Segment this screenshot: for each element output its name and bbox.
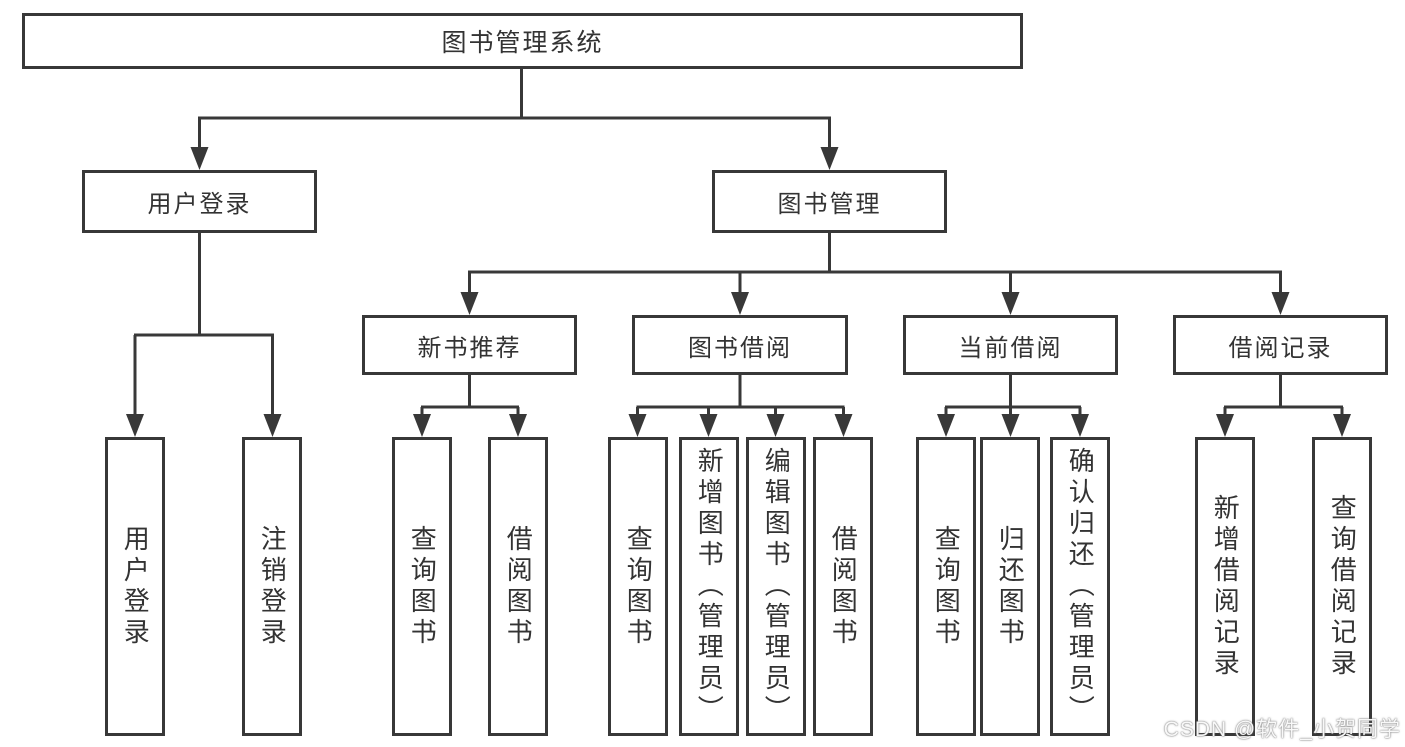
leaf-add-borrow-record: 新增借阅记录 [1195, 437, 1255, 736]
leaf-borrow-books-recommend: 借阅图书 [488, 437, 548, 736]
node-current-borrowing: 当前借阅 [903, 315, 1118, 375]
arrow-down-icon [766, 414, 785, 437]
arrow-down-icon [413, 414, 431, 437]
leaf-confirm-return-admin: 确认归还（管理员） [1050, 437, 1110, 736]
node-book-borrowing: 图书借阅 [632, 315, 848, 375]
arrow-down-icon [1001, 292, 1020, 315]
node-label: 用户登录 [147, 191, 252, 218]
arrowhead-icons [126, 147, 1351, 437]
arrow-down-icon [1216, 414, 1234, 437]
node-borrowing-records: 借阅记录 [1173, 315, 1388, 375]
leaf-edit-book-admin: 编辑图书（管理员） [746, 437, 806, 736]
arrow-down-icon [460, 292, 479, 315]
arrow-down-icon [731, 292, 749, 315]
node-label: 查询图书 [407, 524, 438, 649]
arrow-down-icon [1001, 414, 1020, 437]
leaf-query-books-borrow: 查询图书 [608, 437, 668, 736]
node-label: 图书借阅 [688, 334, 792, 362]
leaf-logout: 注销登录 [242, 437, 302, 736]
node-label: 图书管理系统 [441, 29, 604, 57]
node-label: 借阅图书 [503, 524, 534, 649]
arrow-down-icon [509, 414, 527, 437]
node-label: 查询图书 [623, 524, 654, 649]
leaf-query-borrow-record: 查询借阅记录 [1312, 437, 1372, 736]
node-label: 注销登录 [257, 524, 288, 649]
node-new-book-recommendation: 新书推荐 [362, 315, 577, 375]
leaf-user-login: 用户登录 [105, 437, 165, 736]
arrow-down-icon [820, 147, 839, 170]
arrow-down-icon [628, 414, 647, 437]
arrow-down-icon [834, 414, 853, 437]
node-label: 用户登录 [120, 524, 151, 649]
node-library-management-system: 图书管理系统 [22, 13, 1023, 69]
node-book-management: 图书管理 [712, 170, 947, 233]
node-label: 查询图书 [931, 524, 962, 649]
node-label: 编辑图书（管理员） [761, 447, 792, 726]
node-user-login: 用户登录 [82, 170, 317, 233]
arrow-down-icon [699, 414, 718, 437]
node-label: 借阅图书 [828, 524, 859, 649]
leaf-add-book-admin: 新增图书（管理员） [679, 437, 739, 736]
arrow-down-icon [190, 147, 209, 170]
arrow-down-icon [1271, 292, 1290, 315]
node-label: 查询借阅记录 [1327, 493, 1358, 680]
node-label: 确认归还（管理员） [1065, 447, 1096, 726]
node-label: 当前借阅 [958, 334, 1063, 362]
node-label: 新增图书（管理员） [694, 447, 725, 726]
leaf-return-book: 归还图书 [980, 437, 1040, 736]
arrow-down-icon [126, 414, 144, 437]
leaf-borrow-books: 借阅图书 [813, 437, 873, 736]
arrow-down-icon [1333, 414, 1351, 437]
leaf-query-books-recommend: 查询图书 [392, 437, 452, 736]
connector-lines [133, 69, 1344, 419]
node-label: 归还图书 [995, 524, 1026, 649]
leaf-query-books-current: 查询图书 [916, 437, 976, 736]
node-label: 新增借阅记录 [1210, 493, 1241, 680]
arrow-down-icon [937, 414, 955, 437]
node-label: 新书推荐 [417, 334, 522, 362]
arrow-down-icon [263, 414, 282, 437]
arrow-down-icon [1071, 414, 1089, 437]
node-label: 借阅记录 [1228, 334, 1333, 362]
node-label: 图书管理 [777, 191, 882, 218]
